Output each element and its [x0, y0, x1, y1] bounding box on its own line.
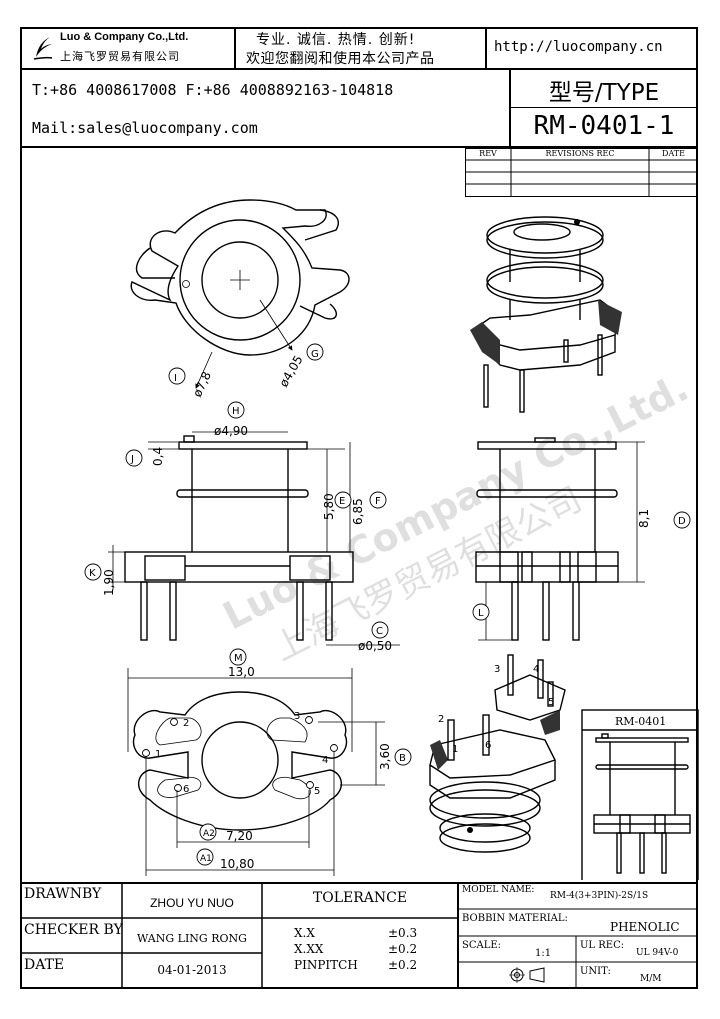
label-e: E — [339, 496, 345, 507]
tol-row-2-key: X.XX — [294, 942, 324, 956]
bottom-dim-a2: 7,20 — [226, 829, 253, 843]
bottom-dim-a1: 10,80 — [220, 857, 254, 871]
iso-view-top — [470, 216, 622, 413]
label-h: H — [232, 406, 240, 417]
slogan-line1: 专业. 诚信. 热情. 创新! — [256, 32, 416, 48]
tol-row-1-key: X.X — [294, 926, 315, 940]
company-name-cn: 上海飞罗贸易有限公司 — [60, 50, 180, 63]
drawing-frame — [20, 27, 698, 989]
email-address[interactable]: Mail:sales@luocompany.com — [32, 119, 258, 137]
company-logo — [32, 35, 54, 61]
tol-row-3-value: ±0.2 — [388, 958, 418, 972]
side-view: 8,1 D L — [472, 437, 691, 641]
revision-table: REV REVISIONS REC DATE — [465, 148, 698, 197]
tol-row-2-value: ±0.2 — [388, 942, 418, 956]
label-m: M — [234, 653, 243, 664]
scale-label: SCALE: — [462, 940, 502, 951]
bottom-pin-6: 6 — [183, 784, 189, 795]
front-dim-c: ø0,50 — [358, 639, 392, 653]
bobbin-material-value: PHENOLIC — [610, 920, 680, 934]
date-value: 04-01-2013 — [157, 963, 227, 977]
phone-fax: T:+86 4008617008 F:+86 4008892163-104818 — [32, 81, 394, 99]
iso-pin-3: 3 — [494, 664, 500, 675]
side-dim-d: 8,1 — [637, 509, 651, 528]
tol-row-1-value: ±0.3 — [388, 926, 418, 940]
top-dia-outer: ø7,8 — [190, 369, 214, 399]
model-name-label: MODEL NAME: — [462, 885, 535, 895]
inset-title: RM-0401 — [615, 715, 666, 728]
label-g: G — [311, 349, 319, 360]
title-block: DRAWNBY ZHOU YU NUO CHECKER BY WANG LING… — [20, 882, 698, 989]
top-dia-inner: ø4,05 — [276, 353, 305, 389]
front-dim-e: 5,80 — [322, 493, 336, 520]
checker-label: CHECKER BY — [24, 922, 123, 938]
label-a2: A2 — [203, 829, 215, 839]
bottom-pin-3: 3 — [294, 711, 300, 722]
front-dim-h: ø4,90 — [214, 424, 248, 438]
checker-value: WANG LING RONG — [137, 932, 247, 945]
type-label: 型号/TYPE — [548, 80, 660, 106]
bottom-dim-b: 3,60 — [378, 743, 392, 770]
ul-rec-value: UL 94V-0 — [636, 948, 679, 958]
top-view: ø4,05 ø7,8 G I — [130, 199, 350, 399]
header: Luo & Company Co.,Ltd. 上海飞罗贸易有限公司 专业. 诚信… — [20, 27, 698, 148]
front-dim-f: 6,85 — [351, 498, 365, 525]
rev-header: REV — [479, 149, 497, 158]
tol-row-3-key: PINPITCH — [294, 958, 358, 972]
label-i: I — [174, 373, 177, 384]
iso-pin-6: 6 — [485, 740, 491, 751]
label-a1: A1 — [200, 854, 212, 864]
bottom-pin-4: 4 — [322, 755, 328, 766]
iso-pin-4: 4 — [533, 664, 539, 675]
website-link[interactable]: http://luocompany.cn — [494, 39, 663, 55]
bottom-view: 1 2 3 4 5 6 13,0 M 3,60 B 7,20 A2 10,80 … — [127, 648, 412, 876]
inset-view: RM-0401 — [581, 709, 699, 880]
label-c: C — [376, 626, 383, 637]
date-header: DATE — [662, 149, 685, 158]
iso-pin-2: 2 — [438, 714, 444, 725]
bottom-pin-1: 1 — [155, 749, 161, 760]
revisions-rec-header: REVISIONS REC — [545, 149, 615, 158]
scale-value: 1:1 — [535, 948, 552, 959]
part-number: RM-0401-1 — [533, 111, 675, 141]
ul-rec-label: UL REC: — [580, 940, 625, 951]
front-dim-k: 1,90 — [102, 569, 116, 596]
bottom-pin-5: 5 — [314, 786, 320, 797]
label-j: J — [130, 454, 134, 465]
tolerance-label: TOLERANCE — [312, 890, 408, 906]
drawnby-label: DRAWNBY — [24, 886, 102, 902]
unit-value: M/M — [640, 974, 662, 984]
drawnby-value: ZHOU YU NUO — [150, 896, 234, 910]
unit-label: UNIT: — [580, 966, 611, 977]
label-l: L — [478, 608, 484, 619]
bottom-dim-m: 13,0 — [228, 665, 255, 679]
slogan-line2: 欢迎您翻阅和使用本公司产品 — [246, 51, 435, 67]
front-view: ø4,90 H 0,4 J 5,80 6,85 E F 1,90 K ø0,50… — [84, 401, 400, 653]
model-name-value: RM-4(3+3PIN)-2S/1S — [550, 891, 649, 901]
front-dim-j: 0,4 — [151, 447, 165, 466]
label-b: B — [399, 753, 406, 764]
bobbin-material-label: BOBBIN MATERIAL: — [462, 913, 568, 924]
label-k: K — [89, 568, 96, 579]
label-d: D — [678, 516, 686, 527]
technical-drawing: .ln{fill:none;stroke:#000;stroke-width:1… — [84, 199, 699, 880]
projection-symbol-icon — [508, 966, 548, 984]
iso-view-bottom: 2 1 3 4 5 6 — [429, 654, 566, 853]
iso-pin-5: 5 — [548, 697, 554, 708]
iso-pin-1: 1 — [452, 744, 458, 755]
date-label: DATE — [24, 957, 65, 973]
company-name: Luo & Company Co.,Ltd. — [60, 31, 189, 43]
bottom-pin-2: 2 — [183, 718, 189, 729]
label-f: F — [375, 496, 381, 507]
